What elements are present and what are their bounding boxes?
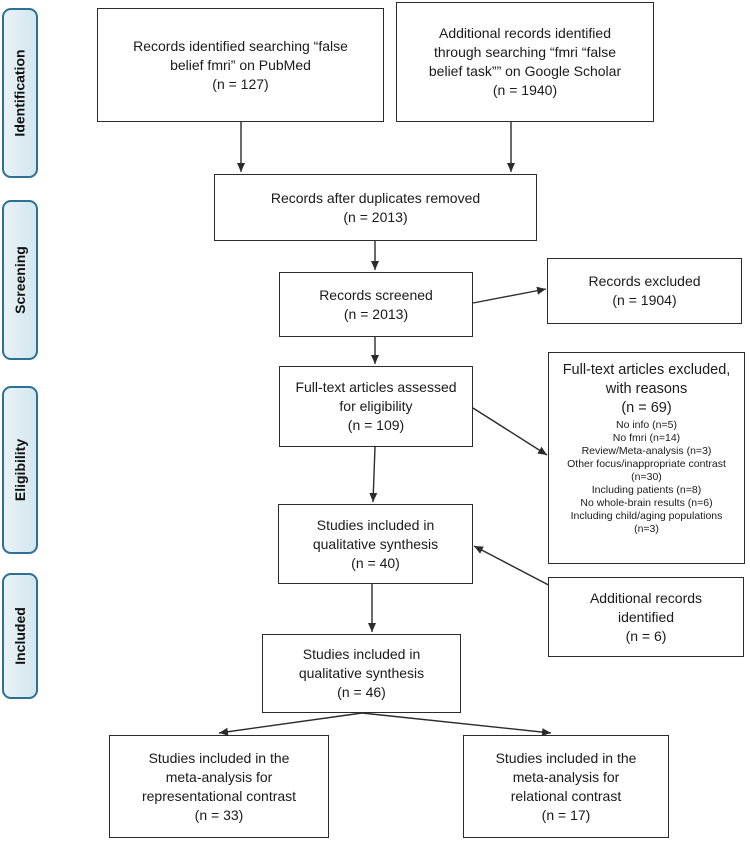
excluded-count: (n = 1904)	[612, 292, 677, 308]
fulltext-line-2: for eligibility	[339, 398, 413, 414]
meta-rep-line-2: meta-analysis for	[165, 768, 273, 785]
arrow-fulltext-to-qual40	[369, 446, 378, 503]
meta-rep-line-1: Studies included in the	[148, 749, 290, 766]
reason-item: No fmri (n=14)	[612, 432, 681, 444]
qual46-line-2: qualitative synthesis	[298, 665, 425, 681]
qual40-line-2: qualitative synthesis	[312, 535, 439, 552]
box-records-screened: Records screened (n = 2013)	[279, 272, 473, 337]
scholar-line-2: through searching “fmri “false	[433, 44, 617, 60]
ftx-line-1: Full-text articles excluded,	[562, 362, 731, 378]
box-qualitative-40: Studies included in qualitative synthesi…	[278, 504, 473, 584]
stage-eligibility: Eligibility	[2, 386, 38, 554]
meta-rel-line-1: Studies included in the	[495, 749, 637, 766]
pubmed-count: (n = 127)	[212, 75, 269, 92]
screened-line-1: Records screened	[319, 286, 433, 303]
fulltext-line-1: Full-text articles assessed	[295, 379, 457, 395]
arrow-qual46-to-rep	[218, 712, 363, 736]
excluded-line-1: Records excluded	[588, 273, 701, 289]
scholar-line-1: Additional records identified	[439, 25, 611, 41]
reason-item: Review/Meta-analysis (n=3)	[581, 445, 712, 457]
reason-item: Including child/aging populations	[570, 510, 723, 522]
scholar-line-3: belief task”” on Google Scholar	[428, 63, 622, 79]
reason-item: (n=30)	[631, 471, 662, 483]
ftx-count: (n = 69)	[621, 400, 672, 416]
stage-identification: Identification	[2, 8, 38, 178]
pubmed-line-1: Records identified searching “false	[133, 37, 348, 54]
reason-item: (n=3)	[634, 523, 659, 535]
box-additional-records: Additional records identified (n = 6)	[548, 577, 744, 657]
reason-item: No info (n=5)	[615, 419, 677, 431]
ftx-line-2: with reasons	[605, 381, 688, 397]
meta-rel-count: (n = 17)	[541, 806, 591, 823]
meta-rel-line-2: meta-analysis for	[512, 768, 620, 785]
scholar-count: (n = 1940)	[492, 82, 558, 98]
reason-item: No whole-brain results (n=6)	[580, 497, 713, 509]
qual40-line-1: Studies included in	[316, 516, 435, 533]
duplicates-line-1: Records after duplicates removed	[270, 189, 481, 206]
box-pubmed-records: Records identified searching “false beli…	[97, 8, 384, 122]
arrow-qual46-to-rel	[361, 712, 552, 737]
reason-item: Including patients (n=8)	[591, 484, 702, 496]
box-qualitative-46: Studies included in qualitative synthesi…	[262, 634, 461, 713]
meta-rep-line-3: representational contrast	[141, 787, 297, 804]
box-meta-representational: Studies included in the meta-analysis fo…	[109, 735, 329, 838]
reason-item: Other focus/inappropriate contrast	[567, 458, 726, 470]
stage-included: Included	[2, 573, 38, 699]
qual46-line-1: Studies included in	[302, 646, 421, 662]
box-fulltext-excluded: Full-text articles excluded, with reason…	[548, 352, 745, 564]
additional-line-2: identified	[617, 608, 675, 625]
box-records-excluded: Records excluded (n = 1904)	[547, 258, 742, 324]
screened-count: (n = 2013)	[343, 305, 409, 322]
additional-line-1: Additional records	[589, 589, 703, 606]
meta-rep-count: (n = 33)	[194, 806, 244, 823]
box-fulltext-assessed: Full-text articles assessed for eligibil…	[279, 366, 473, 447]
box-scholar-records: Additional records identified through se…	[396, 2, 654, 122]
box-duplicates-removed: Records after duplicates removed (n = 20…	[214, 174, 537, 241]
qual40-count: (n = 40)	[351, 554, 400, 571]
qual46-count: (n = 46)	[337, 684, 386, 700]
duplicates-count: (n = 2013)	[343, 208, 408, 225]
arrow-additional-to-qual40	[473, 545, 561, 592]
arrow-screened-to-excluded	[472, 286, 547, 304]
stage-screening: Screening	[2, 200, 38, 360]
pubmed-line-2: belief fmri” on PubMed	[170, 56, 311, 73]
exclusion-reasons-list: No info (n=5) No fmri (n=14) Review/Meta…	[567, 419, 726, 536]
meta-rel-line-3: relational contrast	[510, 787, 622, 804]
arrow-fulltext-to-excluded	[472, 407, 548, 456]
box-meta-relational: Studies included in the meta-analysis fo…	[463, 735, 669, 838]
additional-count: (n = 6)	[625, 627, 667, 644]
fulltext-count: (n = 109)	[347, 417, 405, 433]
